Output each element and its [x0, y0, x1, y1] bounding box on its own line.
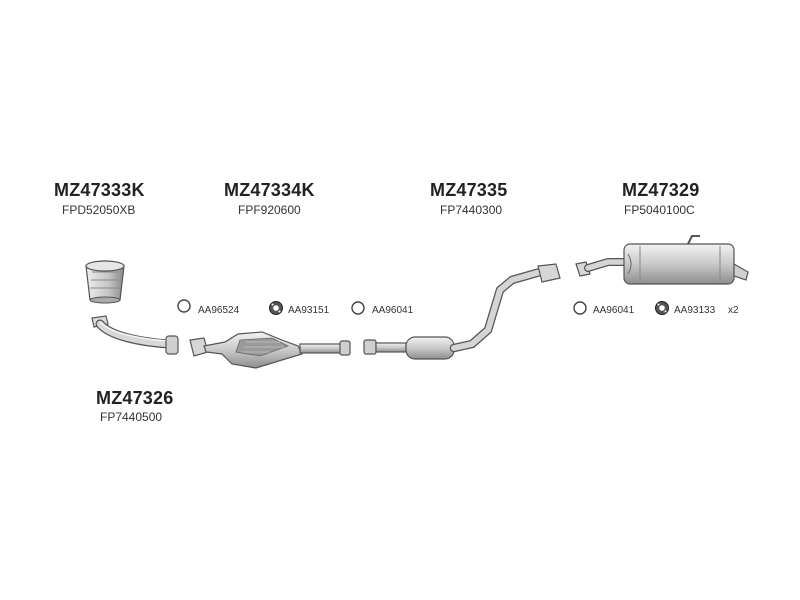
ring-gasket-icon — [351, 301, 365, 315]
front-pipe-part — [91, 315, 179, 355]
part-number-intermediate-pipe: MZ47335 — [430, 180, 508, 200]
rubber-mount-icon — [269, 301, 283, 315]
part-reference-flex-pipe: FPD52050XB — [62, 203, 136, 217]
accessory-code: AA96041 — [593, 305, 635, 316]
intermediate-pipe-part — [363, 263, 561, 360]
part-number-front-pipe: MZ47326 — [96, 388, 174, 408]
part-reference-front-pipe: FP7440500 — [100, 410, 163, 424]
part-number-flex-pipe: MZ47333K — [54, 180, 145, 200]
accessory-quantity: x2 — [728, 305, 739, 316]
accessory-code: AA96041 — [372, 305, 414, 316]
part-number-catalytic-converter: MZ47334K — [224, 180, 315, 200]
rear-silencer-part — [575, 235, 749, 285]
part-reference-rear-silencer: FP5040100C — [624, 203, 695, 217]
accessory-code: AA96524 — [198, 305, 240, 316]
catalytic-converter-part — [189, 331, 351, 369]
accessory-code: AA93151 — [288, 305, 330, 316]
flex-pipe-part — [85, 260, 125, 304]
part-reference-catalytic-converter: FPF920600 — [238, 203, 301, 217]
rubber-mount-icon — [655, 301, 669, 315]
part-number-rear-silencer: MZ47329 — [622, 180, 700, 200]
ring-gasket-icon — [177, 299, 191, 313]
part-reference-intermediate-pipe: FP7440300 — [440, 203, 503, 217]
ring-gasket-icon — [573, 301, 587, 315]
accessory-code: AA93133 — [674, 305, 716, 316]
